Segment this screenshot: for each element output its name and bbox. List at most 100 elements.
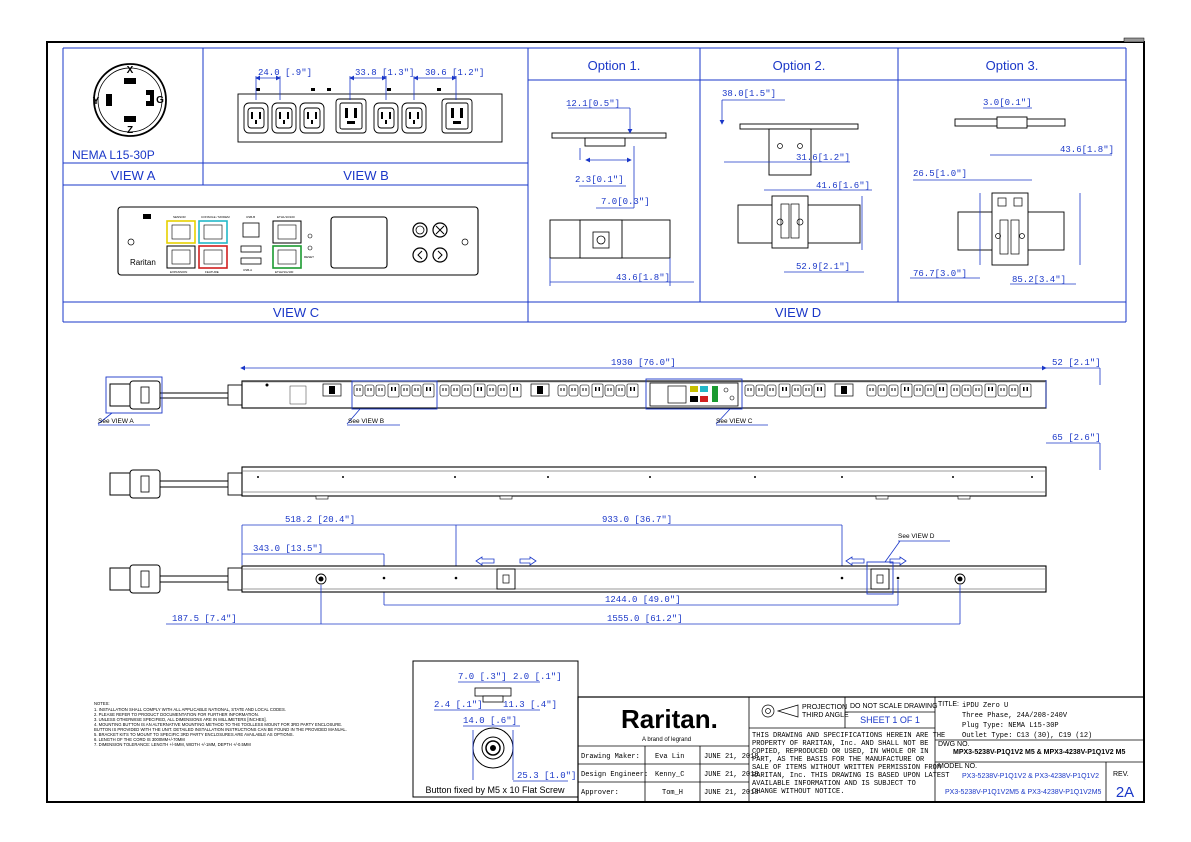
- note-4: 4. MOUNTING BUTTON IS AN ALTERNATIVE MOU…: [94, 722, 342, 727]
- panel-eth2: ETH2/1G/100: [275, 270, 294, 274]
- note-6: 6. LENGTH OF THE CORD IS 3000MM+/-70MM: [94, 737, 185, 742]
- dim-b2: 33.8 [1.3"]: [355, 68, 414, 78]
- tb-disc-5: SALE OF ITEMS WITHOUT WRITTEN PERMISSION…: [752, 764, 941, 772]
- tb-projection-1: PROJECTION: [802, 704, 847, 711]
- panel-eth1: ETH1/10/100: [277, 215, 295, 219]
- dim-o1d: 43.6[1.8"]: [616, 273, 670, 283]
- dim-s1: 7.0 [.3"]: [458, 672, 507, 682]
- plug-pin-g: [146, 90, 154, 106]
- notes: NOTES: 1. INSTALLATION SHALL COMPLY WITH…: [94, 701, 347, 747]
- view-b-label: VIEW B: [343, 168, 389, 183]
- dim-width: 52 [2.1"]: [1052, 358, 1101, 368]
- tb-brand-tag: A brand of legrand: [642, 737, 691, 743]
- pin-z-label: Z: [127, 125, 133, 136]
- dim-b3: 30.6 [1.2"]: [425, 68, 484, 78]
- dim-s4: 11.3 [.4"]: [503, 700, 557, 710]
- pdu-side-view: 65 [2.6"]: [109, 433, 1101, 500]
- tb-disc-7: AVAILABLE INFORMATION AND IS SUBJECT TO: [752, 780, 916, 788]
- title-block: Raritan. A brand of legrand PROJECTION T…: [577, 696, 1145, 803]
- tb-disc-1: THIS DRAWING AND SPECIFICATIONS HEREIN A…: [752, 732, 945, 740]
- dim-o1c: 7.0[0.3"]: [601, 197, 650, 207]
- pin-y-label: Y: [93, 96, 100, 107]
- dim-m3: 343.0 [13.5"]: [253, 544, 323, 554]
- tb-title-label: TITLE:: [938, 701, 959, 708]
- dim-m1: 518.2 [20.4"]: [285, 515, 355, 525]
- note-3: 3. UNLESS OTHERWISE SPECIFIED, ALL DIMEN…: [94, 717, 267, 722]
- tb-name-2: Kenny_C: [655, 771, 684, 779]
- dim-s3: 2.4 [.1"]: [434, 700, 483, 710]
- callout-see-a: See VIEW A: [98, 418, 134, 425]
- panel-sensor: SENSOR: [173, 215, 187, 219]
- option-1-title: Option 1.: [588, 58, 641, 73]
- dim-m6: 1555.0 [61.2"]: [607, 614, 683, 624]
- tb-sheet: SHEET 1 OF 1: [860, 715, 920, 725]
- view-b-outlets: 24.0 [.9"] 33.8 [1.3"] 30.6 [1.2"] VIEW …: [237, 68, 503, 183]
- dim-o3d: 76.7[3.0"]: [913, 269, 967, 279]
- option-1-drawing: 12.1[0.5"] 2.3[0.1"] 7.0[0.3"] 43.6[1.8"…: [549, 99, 694, 286]
- screw-detail: 7.0 [.3"] 2.0 [.1"] 2.4 [.1"] 11.3 [.4"]…: [412, 660, 579, 798]
- dim-o2a: 38.0[1.5"]: [722, 89, 776, 99]
- tb-dwg-label: DWG NO.: [938, 741, 970, 748]
- tb-date-1: JUNE 21, 2018: [704, 753, 759, 761]
- tb-role-1: Drawing Maker:: [581, 753, 640, 761]
- screw-caption: Button fixed by M5 x 10 Flat Screw: [425, 785, 565, 795]
- tb-role-3: Approver:: [581, 789, 619, 797]
- dim-o3c: 26.5[1.0"]: [913, 169, 967, 179]
- tb-model-label: MODEL NO.: [938, 763, 977, 770]
- option-3-title: Option 3.: [986, 58, 1039, 73]
- panel-feature: FEATURE: [205, 270, 219, 274]
- panel-reset: RESET: [304, 255, 314, 259]
- tb-projection-2: THIRD ANGLE: [802, 712, 849, 719]
- tb-disc-6: RARITAN, Inc. THIS DRAWING IS BASED UPON…: [752, 772, 949, 780]
- tb-date-2: JUNE 21, 2018: [704, 771, 759, 779]
- dim-m2: 933.0 [36.7"]: [602, 515, 672, 525]
- view-d-label: VIEW D: [775, 305, 821, 320]
- tb-title-4: Outlet Type: C13 (30), C19 (12): [962, 732, 1092, 740]
- dim-s5: 14.0 [.6"]: [463, 716, 517, 726]
- dim-o3e: 85.2[3.4"]: [1012, 275, 1066, 285]
- views-grid: [62, 47, 1127, 323]
- tb-disc-2: PROPERTY OF RARITAN, Inc. AND SHALL NOT …: [752, 740, 928, 748]
- dim-m5: 187.5 [7.4"]: [172, 614, 237, 624]
- panel-expansion: EXPANSION: [170, 270, 187, 274]
- pin-x-label: X: [127, 65, 134, 76]
- dim-s2: 2.0 [.1"]: [513, 672, 562, 682]
- dim-o2c: 41.6[1.6"]: [816, 181, 870, 191]
- pdu-back-view: 518.2 [20.4"] 933.0 [36.7"] 343.0 [13.5"…: [109, 515, 1047, 625]
- callout-see-b: See VIEW B: [348, 418, 384, 425]
- note-5: 5. BRACKET KITS TO MOUNT TO SPECIFIC 3RD…: [94, 732, 294, 737]
- option-3-drawing: 3.0[0.1"] 43.6[1.8"] 26.5[1.0"] 76.7[3.0…: [775, 98, 1114, 320]
- dim-m4: 1244.0 [49.0"]: [605, 595, 681, 605]
- tb-rev: 2A: [1116, 784, 1134, 801]
- view-a-label: VIEW A: [111, 168, 156, 183]
- tb-no-scale: DO NOT SCALE DRAWING: [850, 703, 938, 710]
- tb-name-1: Eva Lin: [655, 753, 684, 761]
- tb-model-1: PX3-5238V-P1Q1V2 & PX3-4238V-P1Q1V2: [962, 773, 1099, 780]
- dim-b1: 24.0 [.9"]: [258, 68, 312, 78]
- dim-len: 1930 [76.0"]: [611, 358, 676, 368]
- tb-name-3: Tom_H: [662, 789, 683, 797]
- option-2-drawing: 38.0[1.5"] 31.6[1.2"] 41.6[1.6"] 52.9[2.…: [719, 89, 872, 273]
- dim-o2b: 31.6[1.2"]: [796, 153, 850, 163]
- dim-o1b: 2.3[0.1"]: [575, 175, 624, 185]
- note-2: 2. PLEASE REFER TO PRODUCT DOCUMENTATION…: [94, 712, 259, 717]
- tb-role-2: Design Engineer:: [581, 771, 648, 779]
- callout-see-c: See VIEW C: [716, 418, 753, 425]
- panel-usb-a: USB-A: [243, 268, 252, 272]
- tb-title-3: Plug Type: NEMA L15-30P: [962, 722, 1059, 730]
- note-1: 1. INSTALLATION SHALL COMPLY WITH ALL AP…: [94, 707, 286, 712]
- panel-brand: Raritan: [130, 258, 156, 267]
- tb-brand: Raritan.: [621, 704, 718, 734]
- callout-see-d: See VIEW D: [898, 533, 935, 540]
- tb-rev-label: REV.: [1113, 771, 1129, 778]
- note-4b: BUTTON IS PROVIDED WITH THE UNIT. DETAIL…: [94, 727, 347, 732]
- view-c-panel: Raritan SENSOR CONSOLE / MODEM USB-B ETH…: [117, 206, 479, 320]
- option-2-title: Option 2.: [773, 58, 826, 73]
- panel-console: CONSOLE / MODEM: [201, 215, 230, 219]
- tb-model-2: PX3-5238V-P1Q1V2M5 & PX3-4238V-P1Q1V2M5: [945, 789, 1102, 796]
- dim-s6: 25.3 [1.0"]: [517, 771, 576, 781]
- tb-disc-8: CHANGE WITHOUT NOTICE.: [752, 788, 844, 796]
- dim-o3b: 43.6[1.8"]: [1060, 145, 1114, 155]
- panel-usb-b: USB-B: [246, 215, 255, 219]
- note-7: 7. DIMENSION TOLERANCE: LENGTH +/-5MM, W…: [94, 742, 251, 747]
